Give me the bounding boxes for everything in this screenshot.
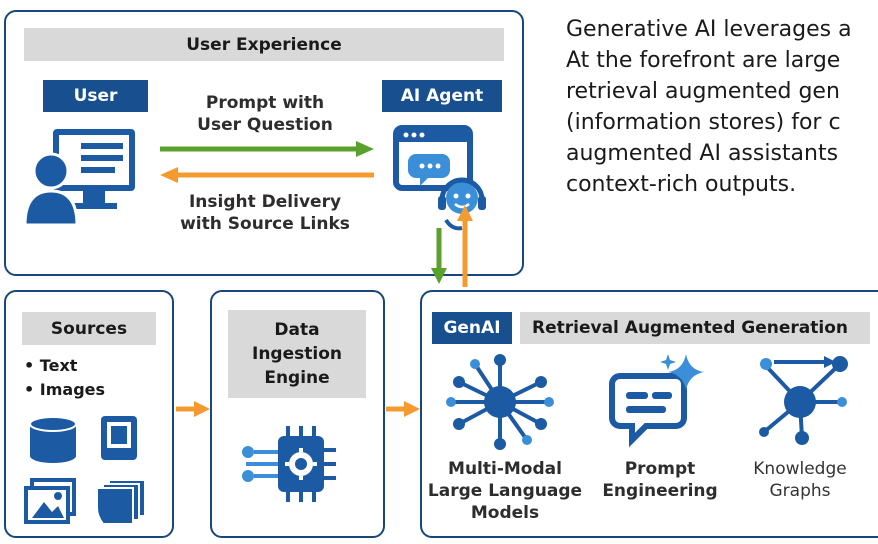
ai-agent-icon — [393, 125, 486, 231]
prompt-chat-icon — [609, 354, 704, 448]
neural-network-icon — [446, 354, 554, 450]
knowledge-graphs-label: Knowledge Graphs — [753, 459, 847, 501]
images-icon — [24, 478, 76, 524]
source-item-images: Images — [24, 378, 105, 402]
llm-label: Multi-Modal Large Language Models — [427, 459, 583, 523]
down-arrow-green — [431, 228, 447, 284]
processor-chip-icon — [242, 426, 336, 502]
documents-icon — [96, 479, 146, 525]
knowledge-graph-icon — [759, 356, 848, 445]
description-text: Generative AI leverages a At the forefro… — [566, 17, 852, 197]
book-icon — [101, 416, 137, 460]
sources-title: Sources — [22, 312, 156, 345]
ai-agent-label: AI Agent — [382, 80, 502, 112]
ingestion-title: Data Ingestion Engine — [228, 310, 366, 398]
ingestion-to-rag-arrow — [386, 401, 420, 417]
up-arrow-orange — [457, 205, 473, 287]
insight-arrow — [160, 167, 374, 183]
user-computer-icon — [25, 129, 135, 227]
genai-badge: GenAI — [432, 312, 512, 344]
prompt-arrow — [160, 141, 374, 157]
source-item-text: Text — [24, 354, 105, 378]
user-label: User — [43, 80, 148, 112]
user-experience-title: User Experience — [24, 28, 504, 61]
prompt-engineering-label: Prompt Engineering — [602, 459, 718, 501]
rag-title: Retrieval Augmented Generation — [520, 312, 870, 344]
insight-label: Insight Delivery with Source Links — [180, 192, 350, 234]
database-icon — [29, 416, 77, 463]
sources-list: Text Images — [24, 354, 105, 402]
sources-to-ingestion-arrow — [176, 401, 210, 417]
prompt-label: Prompt with User Question — [197, 93, 333, 135]
